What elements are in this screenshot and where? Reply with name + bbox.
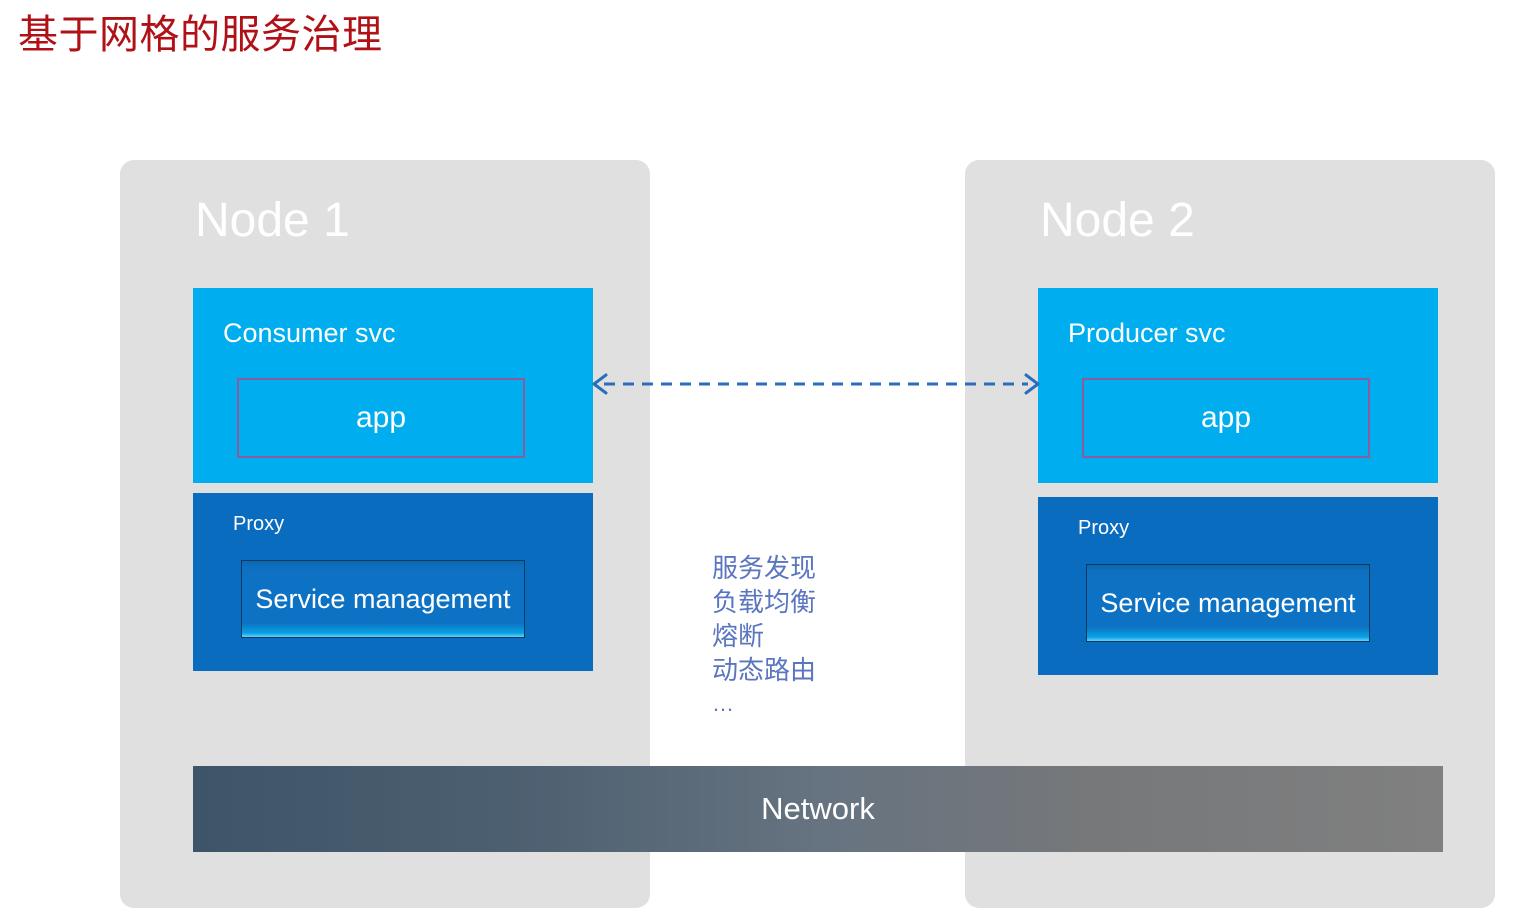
note-dynamic-routing: 动态路由 [712,655,817,685]
network-label: Network [761,791,875,826]
proxy-label-left: Proxy [233,513,285,535]
node-title-right: Node 2 [1040,194,1195,247]
service-management-label-right: Service management [1100,587,1356,618]
service-management-box-left: Service management [241,560,525,638]
arrow-head-left [592,373,608,395]
node-title-left: Node 1 [195,194,350,247]
service-management-box-right: Service management [1086,564,1370,642]
consumer-svc-box: Consumer svc app [193,288,593,483]
network-bar: Network [193,766,1443,852]
arrow-head-right [1024,373,1040,395]
note-ellipsis: … [712,691,734,716]
mesh-capability-notes: 服务发现 负载均衡 熔断 动态路由 … [712,551,892,719]
proxy-box-right: Proxy Service management [1038,497,1438,675]
note-service-discovery: 服务发现 [712,553,817,583]
service-management-label-left: Service management [255,583,511,614]
proxy-label-right: Proxy [1078,517,1130,539]
note-load-balancing: 负载均衡 [712,587,817,617]
consumer-svc-label: Consumer svc [223,318,396,348]
proxy-box-left: Proxy Service management [193,493,593,671]
producer-svc-box: Producer svc app [1038,288,1438,483]
bidirectional-dashed-arrow-icon [592,373,1040,395]
producer-svc-label: Producer svc [1068,318,1226,348]
app-box-left: app [237,378,525,458]
app-label-left: app [355,401,407,434]
app-box-right: app [1082,378,1370,458]
note-circuit-breaking: 熔断 [712,621,765,651]
app-label-right: app [1200,401,1252,434]
page-title: 基于网格的服务治理 [18,13,383,57]
